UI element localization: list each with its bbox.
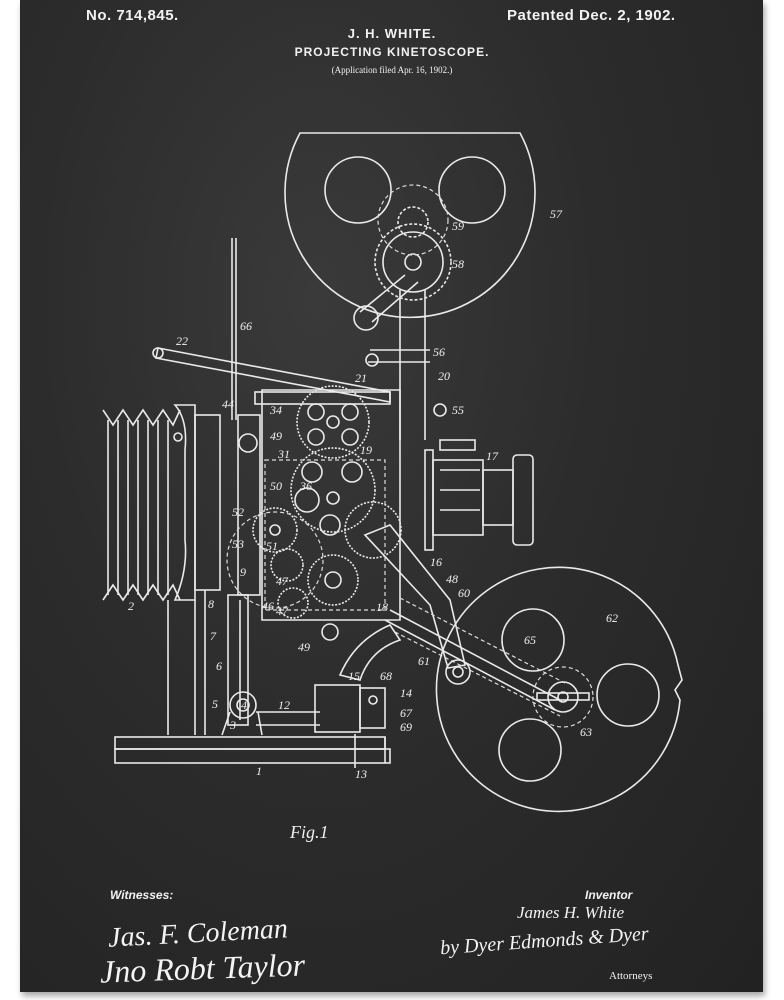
part-label: 60 <box>458 586 470 600</box>
part-label: 52 <box>232 505 244 519</box>
part-label: 49 <box>298 640 310 654</box>
part-label: 57 <box>550 207 563 221</box>
lower-reel <box>435 566 683 813</box>
part-label: 50 <box>270 479 282 493</box>
part-label: 12 <box>278 698 290 712</box>
bellows <box>102 404 221 735</box>
part-label: 20 <box>438 369 450 383</box>
part-label: 5 <box>212 697 218 711</box>
part-label: 18 <box>376 600 388 614</box>
figure-label: Fig.1 <box>289 822 329 842</box>
part-label: 9 <box>240 565 246 579</box>
patent-number: No. 714,845. <box>86 7 179 24</box>
part-label: 7 <box>210 629 217 643</box>
part-label: 46 <box>262 599 274 613</box>
projection-lens <box>424 403 534 551</box>
inventor-label: Inventor <box>585 888 633 902</box>
part-label: 65 <box>524 633 536 647</box>
witnesses-label: Witnesses: <box>110 888 174 902</box>
part-label: 15 <box>348 669 360 683</box>
part-label: 62 <box>606 611 618 625</box>
part-label: 21 <box>355 371 367 385</box>
patent-title: PROJECTING KINETOSCOPE. <box>294 45 490 59</box>
part-label: 31 <box>277 447 290 461</box>
part-label: 1 <box>256 764 262 778</box>
part-label: 14 <box>400 686 412 700</box>
part-label: 55 <box>452 403 464 417</box>
part-label: 59 <box>452 219 464 233</box>
part-label: 22 <box>176 334 188 348</box>
part-label: 47 <box>276 604 289 618</box>
drive-arm <box>338 524 566 717</box>
part-label: 58 <box>452 257 464 271</box>
part-label: 16 <box>430 555 442 569</box>
part-label: 56 <box>433 345 445 359</box>
part-label: 66 <box>240 319 252 333</box>
part-label: 17 <box>486 449 499 463</box>
part-label: 2 <box>128 599 134 613</box>
patent-date: Patented Dec. 2, 1902. <box>507 7 676 24</box>
attorneys-label: Attorneys <box>609 970 653 982</box>
part-label: 67 <box>400 706 413 720</box>
part-label: 3 <box>229 718 236 732</box>
part-label: 69 <box>400 720 412 734</box>
gear-train <box>226 385 402 641</box>
part-label: 47 <box>276 574 289 588</box>
part-label: 51 <box>266 539 278 553</box>
part-label: 19 <box>360 443 372 457</box>
mechanism-frame <box>227 389 401 726</box>
part-label: 63 <box>580 725 592 739</box>
witness-signature-2: Jno Robt Taylor <box>99 946 306 990</box>
base-assembly <box>114 684 391 768</box>
part-label: 4 <box>241 698 247 712</box>
part-label: 53 <box>232 537 244 551</box>
part-label: 61 <box>418 654 430 668</box>
part-label: 68 <box>380 669 392 683</box>
part-label: 44 <box>222 397 234 411</box>
upper-reel-housing <box>284 132 536 440</box>
part-label: 8 <box>208 597 214 611</box>
inventor-signature: James H. White <box>517 903 625 922</box>
part-label: 36 <box>299 479 312 493</box>
chalkboard-background <box>20 0 763 992</box>
part-label: 48 <box>446 572 458 586</box>
part-label: 34 <box>269 403 282 417</box>
part-label: 13 <box>355 767 367 781</box>
inventor-heading: J. H. WHITE. <box>347 26 437 41</box>
application-filed-date: (Application filed Apr. 16, 1902.) <box>331 65 453 75</box>
part-label: 49 <box>270 429 282 443</box>
part-label: 6 <box>216 659 222 673</box>
